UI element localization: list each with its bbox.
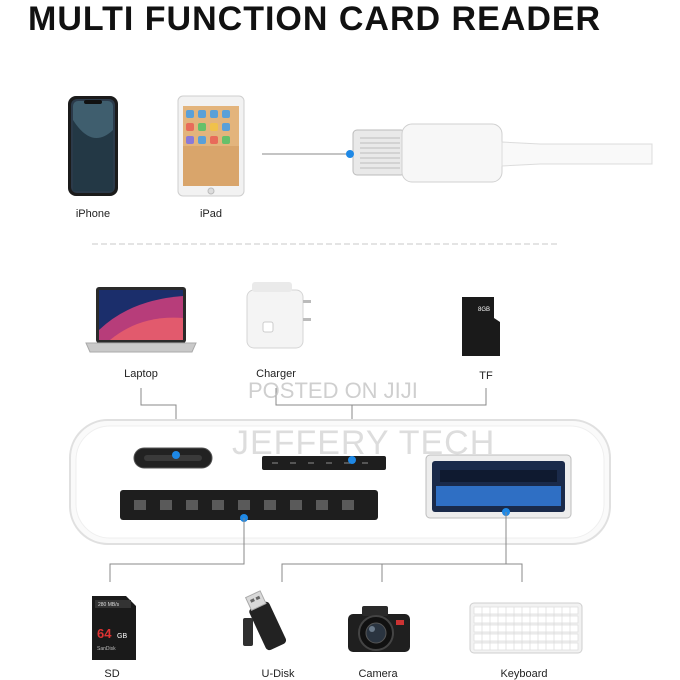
laptop-image (85, 287, 197, 353)
sd-card-capacity-text: 64 (97, 626, 112, 641)
label-u-disk: U-Disk (261, 668, 295, 680)
camera-image (348, 606, 410, 652)
label-camera: Camera (358, 668, 398, 680)
iphone-image (68, 96, 118, 196)
label-iphone: iPhone (75, 208, 111, 220)
label-ipad: iPad (199, 208, 223, 220)
target-lines (109, 512, 523, 582)
label-charger: Charger (256, 368, 296, 380)
sd-card-image: 280 MB/s 64 GB SanDisk (92, 596, 136, 660)
tf-card-type-text: micro SD HC (456, 299, 462, 335)
ipad-image (177, 95, 245, 197)
watermark-posted: POSTED ON JIJI (248, 378, 418, 403)
label-sd: SD (104, 668, 120, 680)
tf-card-capacity-text: 8GB (478, 307, 490, 313)
keyboard-image (469, 602, 583, 654)
sd-card-speed-text: 280 MB/s (98, 602, 120, 608)
lightning-connector-image (262, 123, 653, 183)
watermark-brand: JEFFERY TECH (232, 424, 496, 462)
label-laptop: Laptop (124, 368, 158, 380)
u-disk-image (243, 590, 287, 651)
sd-card-brand-text: SanDisk (97, 646, 116, 652)
label-keyboard: Keyboard (500, 668, 548, 680)
label-tf: TF (479, 370, 493, 382)
tf-card-image: 8GB micro SD HC (456, 297, 500, 356)
page-title: MULTI FUNCTION CARD READER (28, 0, 602, 38)
charger-image (246, 282, 311, 349)
sd-card-unit-text: GB (117, 633, 127, 640)
card-reader-image (69, 419, 611, 545)
